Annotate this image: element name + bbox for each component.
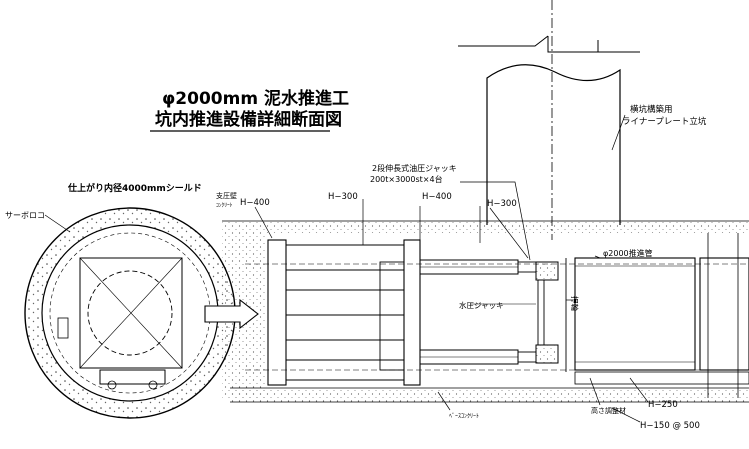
label-shield: 仕上がり内径4000mmシールド (67, 182, 202, 194)
label-pipe: φ2000推進管 (603, 248, 653, 258)
push-ring (537, 279, 545, 346)
label-h400-mid: H−400 (422, 192, 452, 202)
reaction-frame (245, 239, 749, 386)
label-jack-spec-1: 2段伸長式油圧ジャッキ (372, 163, 457, 173)
label-h150: H−150 @ 500 (640, 421, 700, 431)
shield-inner-frame (79, 257, 183, 369)
label-shaft: 横坑構築用 (630, 104, 673, 115)
shield-machine (24, 207, 259, 419)
shield-carriage (99, 369, 166, 385)
leader-lines (44, 114, 649, 423)
label-h300-right: H−300 (487, 199, 517, 209)
ground (222, 220, 749, 403)
title-line-1: φ2000mm 泥水推進工 (162, 88, 349, 109)
label-shaft-sub: ライナープレート立坑 (622, 116, 707, 127)
pipe-section-circle (87, 270, 173, 356)
label-push-ring: 押輪 (570, 296, 580, 311)
label-jack-spec-2: 200t×3000st×4台 (370, 174, 443, 184)
pipe-rail (574, 371, 749, 385)
drawing-title: φ2000mm 泥水推進工 坑内推進設備詳細断面図 (150, 88, 349, 132)
vertical-shaft (458, 0, 640, 240)
label-h300-left: H−300 (328, 192, 358, 202)
label-base-concrete: ﾍﾞｰｽｺﾝｸﾘｰﾄ (449, 413, 479, 420)
base-concrete-slab (230, 388, 749, 402)
label-support-wall-sub: ｺﾝｸﾘｰﾄ (216, 202, 233, 209)
label-h250: H−250 (648, 400, 678, 410)
title-line-2: 坑内推進設備詳細断面図 (155, 109, 342, 130)
annotations: 横坑構築用 ライナープレート立坑 2段伸長式油圧ジャッキ 200t×3000st… (5, 104, 707, 431)
push-direction-arrow (204, 298, 259, 330)
shield-inner-ring (41, 224, 219, 402)
hydraulic-jacks (419, 258, 567, 372)
label-water-jack: 水圧ジャッキ (459, 300, 504, 310)
label-support-wall: 支圧壁 (216, 191, 237, 200)
label-height-adjust: 高さ調整材 (591, 406, 626, 415)
label-sabo: サーボロコ (5, 211, 45, 220)
ground-soil-band (222, 221, 749, 233)
jacking-pipe (574, 233, 749, 398)
label-h400-left: H−400 (240, 198, 270, 208)
